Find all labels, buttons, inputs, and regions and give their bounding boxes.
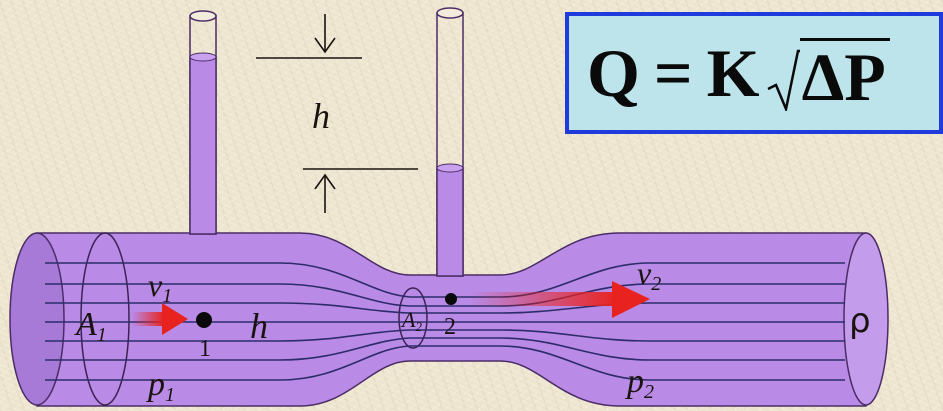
pressure-2-label: p2 (625, 363, 654, 403)
height-label-mid: h (250, 306, 268, 346)
radical-sign-icon (767, 49, 800, 111)
point-2-label: 2 (444, 314, 456, 340)
flow-formula-box: Q = K ΔP (565, 12, 943, 134)
point-2-marker (445, 293, 457, 305)
formula-equals: = (653, 35, 693, 111)
velocity-2-label: v2 (637, 255, 661, 295)
density-label: ρ (849, 301, 871, 341)
formula-delta-p: ΔP (799, 37, 890, 111)
height-label-top: h (312, 96, 330, 136)
section-a1-ring (80, 232, 130, 406)
height-indicator (256, 14, 418, 213)
pipe-inlet-face (9, 232, 65, 406)
pipe-body (36, 232, 867, 407)
pipe-outlet-face (843, 232, 889, 406)
velocity-1-label: v1 (148, 267, 172, 307)
pressure-1-label: p1 (146, 366, 175, 406)
flow-arrow-outlet (470, 281, 650, 318)
formula-sqrt: ΔP (766, 36, 890, 111)
point-1-marker (196, 312, 212, 328)
left-piezometer-tube (189, 10, 217, 235)
right-piezometer-tube (436, 7, 464, 277)
area-2-label: A2 (400, 307, 422, 334)
section-a2-ring (398, 287, 428, 349)
flow-formula: Q = K ΔP (569, 36, 890, 111)
point-1-label: 1 (199, 336, 211, 362)
formula-q: Q (587, 35, 640, 111)
area-1-label: A1 (74, 306, 107, 346)
flow-arrow-inlet (132, 303, 188, 335)
formula-k: K (706, 35, 760, 111)
